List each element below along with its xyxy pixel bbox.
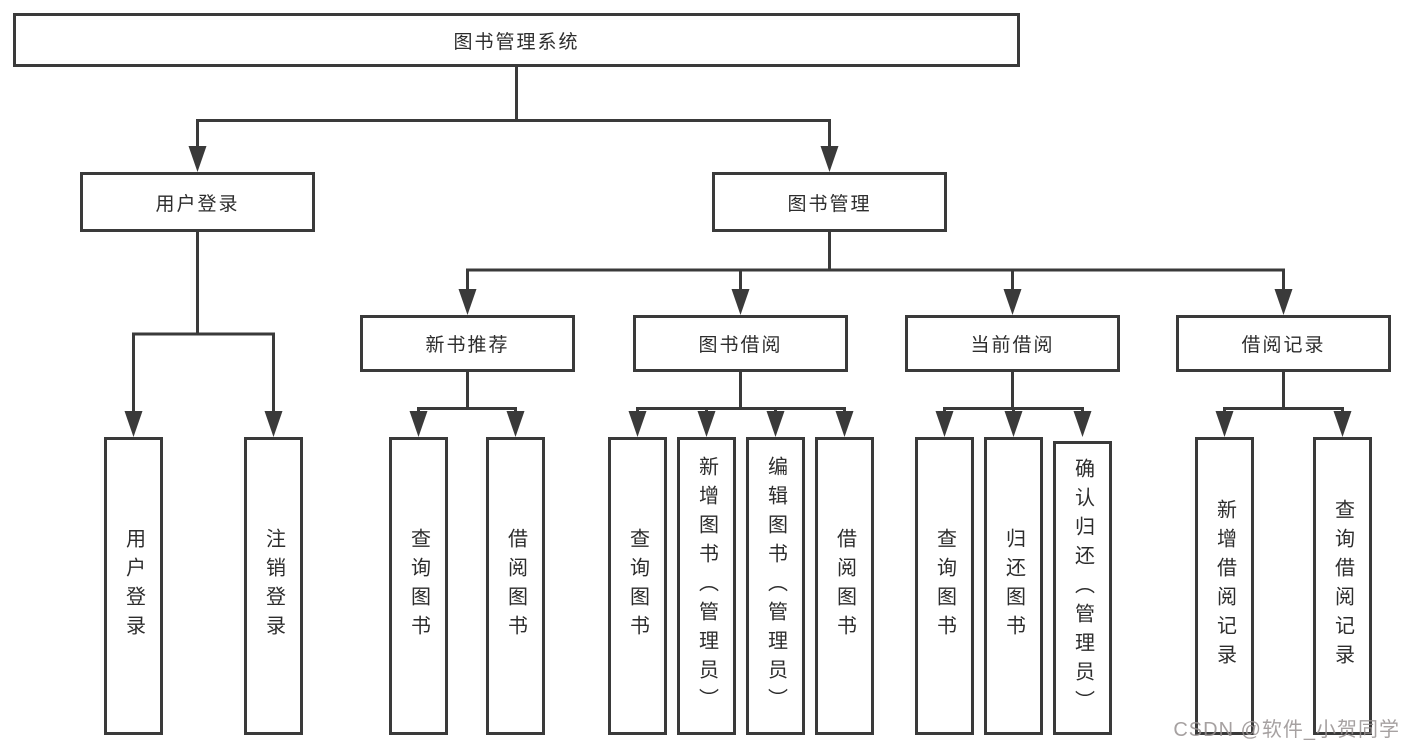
leaf-logout: 注销登录 xyxy=(244,437,303,735)
leaf-label: 借阅图书 xyxy=(833,528,856,644)
leaf-label: 查询借阅记录 xyxy=(1331,499,1354,673)
leaf-label: 新增图书（管理员） xyxy=(695,455,718,717)
leaf-add-borrow-record: 新增借阅记录 xyxy=(1195,437,1254,735)
leaf-query-books-recommend: 查询图书 xyxy=(389,437,448,735)
leaf-label: 查询图书 xyxy=(626,528,649,644)
node-label: 借阅记录 xyxy=(1241,335,1326,356)
leaf-query-books-borrow: 查询图书 xyxy=(608,437,667,735)
node-label: 图书管理系统 xyxy=(453,31,580,53)
node-library-system: 图书管理系统 xyxy=(13,13,1020,67)
leaf-query-borrow-record: 查询借阅记录 xyxy=(1313,437,1372,735)
node-label: 用户登录 xyxy=(155,193,240,215)
leaf-label: 用户登录 xyxy=(122,528,145,644)
arrow-down-icon xyxy=(124,146,1352,437)
node-label: 图书借阅 xyxy=(698,335,783,356)
node-borrow-records: 借阅记录 xyxy=(1176,315,1391,372)
node-label: 新书推荐 xyxy=(425,335,510,356)
leaf-label: 查询图书 xyxy=(933,528,956,644)
node-current-borrow: 当前借阅 xyxy=(905,315,1120,372)
leaf-return-books: 归还图书 xyxy=(984,437,1043,735)
csdn-watermark: CSDN @软件_小贺同学 xyxy=(1173,719,1400,741)
leaf-label: 编辑图书（管理员） xyxy=(764,455,787,717)
leaf-label: 注销登录 xyxy=(262,528,285,644)
leaf-user-login: 用户登录 xyxy=(104,437,163,735)
leaf-confirm-return-admin: 确认归还（管理员） xyxy=(1053,441,1112,735)
leaf-query-books-current: 查询图书 xyxy=(915,437,974,735)
leaf-borrow-books: 借阅图书 xyxy=(815,437,874,735)
leaf-label: 归还图书 xyxy=(1002,528,1025,644)
leaf-label: 新增借阅记录 xyxy=(1213,499,1236,673)
node-user-login: 用户登录 xyxy=(80,172,315,232)
node-book-management: 图书管理 xyxy=(712,172,947,232)
node-book-borrow: 图书借阅 xyxy=(633,315,848,372)
leaf-label: 查询图书 xyxy=(407,528,430,644)
node-label: 当前借阅 xyxy=(970,335,1055,356)
leaf-add-book-admin: 新增图书（管理员） xyxy=(677,437,736,735)
node-new-book-recommend: 新书推荐 xyxy=(360,315,575,372)
leaf-edit-book-admin: 编辑图书（管理员） xyxy=(746,437,805,735)
leaf-label: 确认归还（管理员） xyxy=(1071,457,1094,719)
leaf-label: 借阅图书 xyxy=(504,528,527,644)
leaf-borrow-books-recommend: 借阅图书 xyxy=(486,437,545,735)
node-label: 图书管理 xyxy=(787,193,872,215)
